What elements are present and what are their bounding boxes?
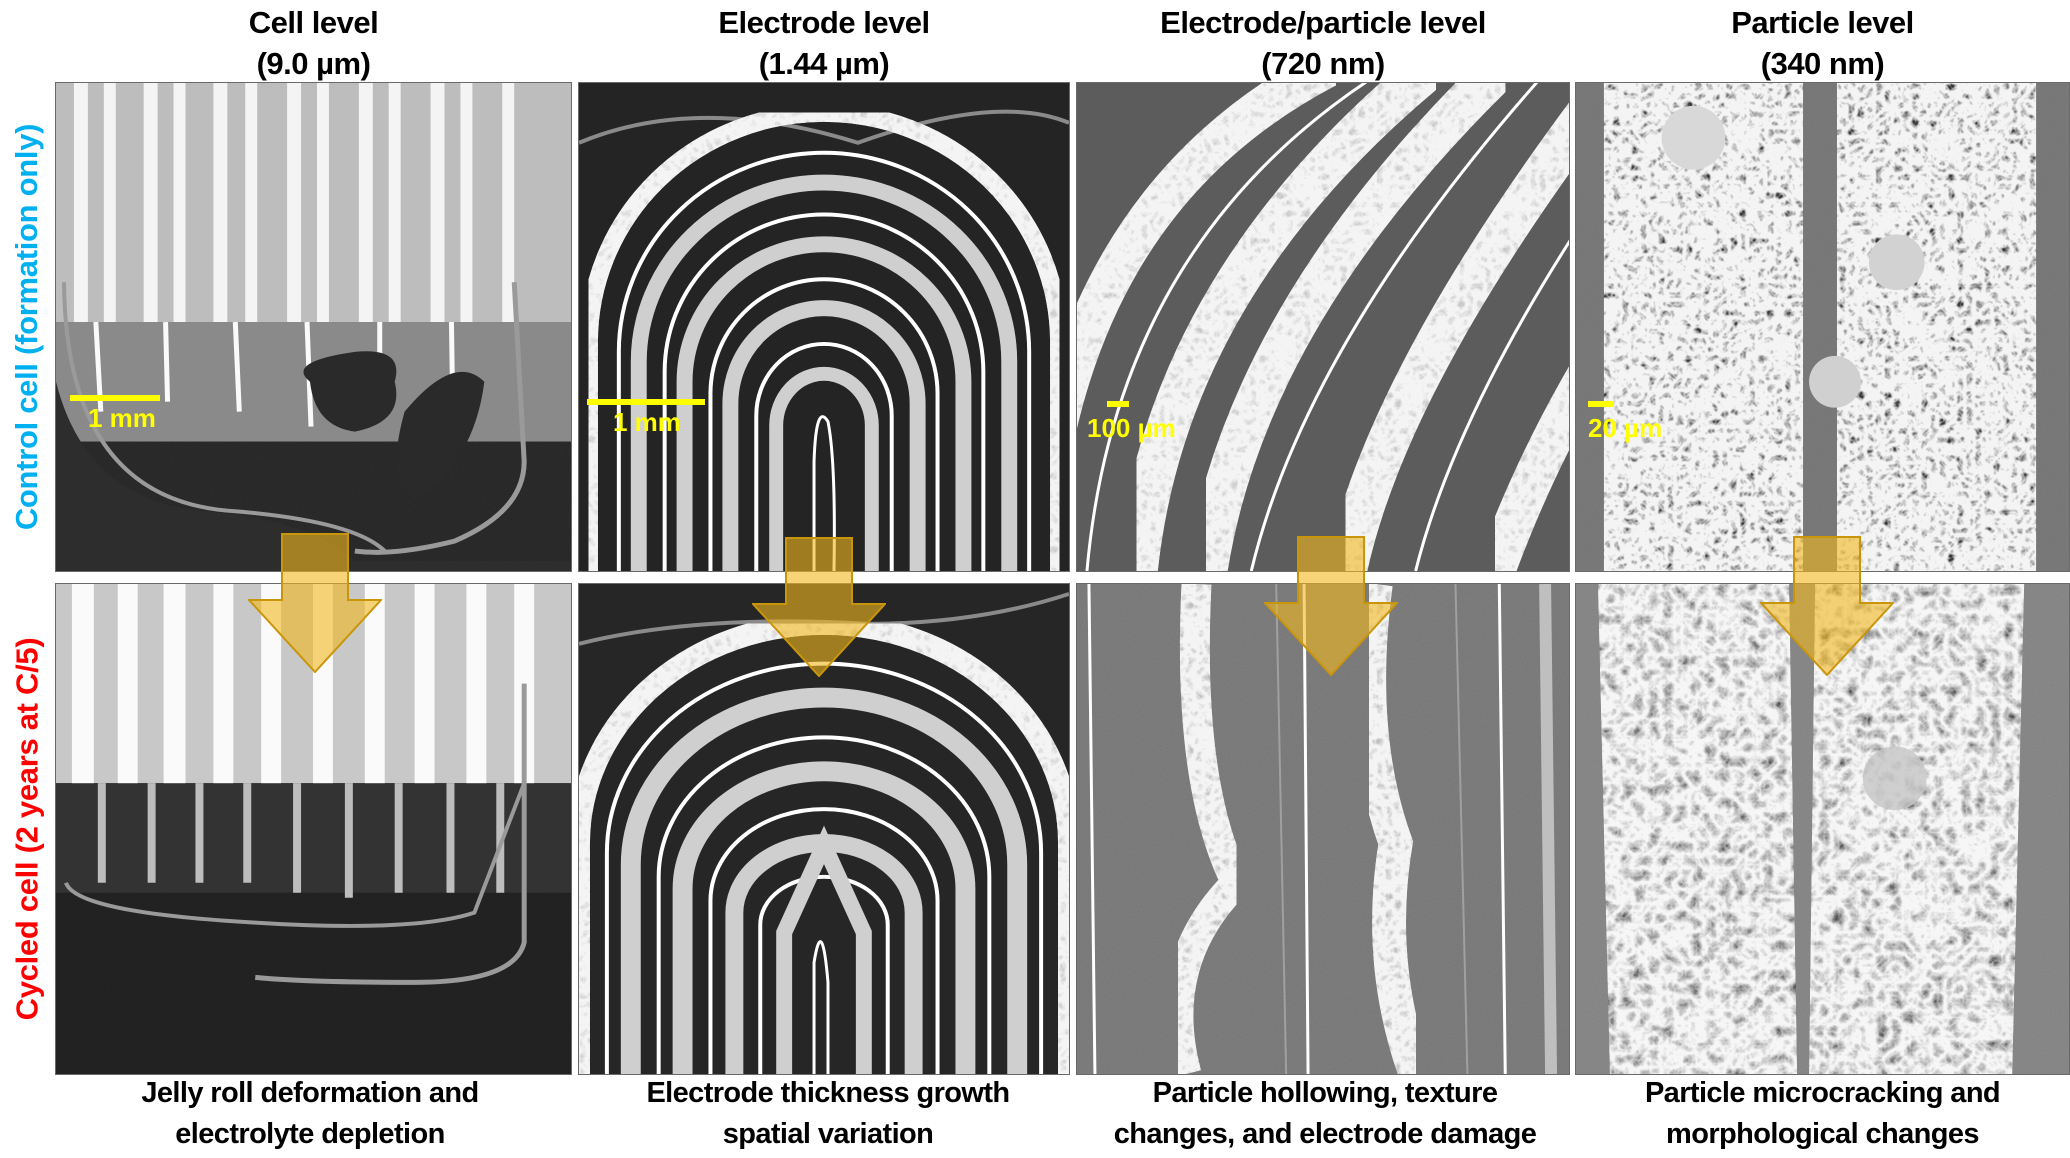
ct-image-spiral-control [579, 83, 1069, 571]
ct-image-curved-electrodes-control [1077, 83, 1569, 571]
column-title-cell-level: Cell level (9.0 µm) [55, 2, 572, 84]
column-resolution: (340 nm) [1760, 46, 1885, 81]
scale-bar-line [1588, 401, 1614, 407]
down-arrow-icon [1264, 536, 1398, 676]
scale-bar-line [70, 395, 160, 401]
caption-electrode-level: Electrode thickness growth spatial varia… [578, 1073, 1078, 1155]
row-label-cycled: Cycled cell (2 years at C/5) [0, 583, 54, 1075]
row-label-text: Cycled cell (2 years at C/5) [9, 637, 44, 1021]
row-label-control: Control cell (formation only) [0, 82, 54, 572]
caption-line: morphological changes [1666, 1118, 1980, 1150]
column-title: Cell level [248, 5, 379, 40]
caption-line: spatial variation [722, 1118, 934, 1150]
scale-bar-label: 1 mm [613, 407, 681, 437]
panel-cell-level-control: 1 mm [55, 82, 572, 572]
panel-electrode-level-control: 1 mm [578, 82, 1070, 572]
caption-line: Electrode thickness growth [646, 1077, 1010, 1109]
ct-image-jelly-roll-control [56, 83, 571, 571]
column-title-particle-level: Particle level (340 nm) [1575, 2, 2070, 84]
column-resolution: (720 nm) [1261, 46, 1385, 81]
panel-electrode-particle-level-control: 100 µm [1076, 82, 1570, 572]
down-arrow-icon [1760, 536, 1894, 676]
panel-particle-level-cycled [1575, 583, 2070, 1075]
caption-line: Particle microcracking and [1644, 1077, 2001, 1109]
row-label-text: Control cell (formation only) [9, 123, 45, 531]
down-arrow-icon [752, 537, 886, 677]
scale-bar-label: 20 µm [1588, 413, 1663, 443]
column-resolution: (9.0 µm) [256, 46, 371, 81]
column-title-electrode-particle-level: Electrode/particle level (720 nm) [1076, 2, 1570, 84]
scale-bar-line [587, 399, 705, 405]
column-title: Electrode/particle level [1160, 5, 1486, 40]
caption-line: changes, and electrode damage [1113, 1118, 1537, 1150]
down-arrow-icon [248, 533, 382, 673]
caption-electrode-particle-level: Particle hollowing, texture changes, and… [1070, 1073, 1580, 1155]
column-title: Particle level [1731, 5, 1914, 40]
caption-line: Particle hollowing, texture [1152, 1077, 1498, 1109]
column-title-electrode-level: Electrode level (1.44 µm) [578, 2, 1070, 84]
caption-particle-level: Particle microcracking and morphological… [1575, 1073, 2070, 1155]
scale-bar-line [1107, 401, 1129, 407]
scale-bar-label: 100 µm [1087, 413, 1176, 443]
caption-cell-level: Jelly roll deformation and electrolyte d… [30, 1073, 590, 1155]
column-title: Electrode level [718, 5, 930, 40]
caption-line: electrolyte depletion [175, 1118, 445, 1150]
panel-particle-level-control: 20 µm [1575, 82, 2070, 572]
caption-line: Jelly roll deformation and [141, 1077, 479, 1109]
scale-bar-label: 1 mm [88, 403, 156, 433]
ct-image-particles-control [1576, 83, 2069, 571]
column-resolution: (1.44 µm) [758, 46, 890, 81]
